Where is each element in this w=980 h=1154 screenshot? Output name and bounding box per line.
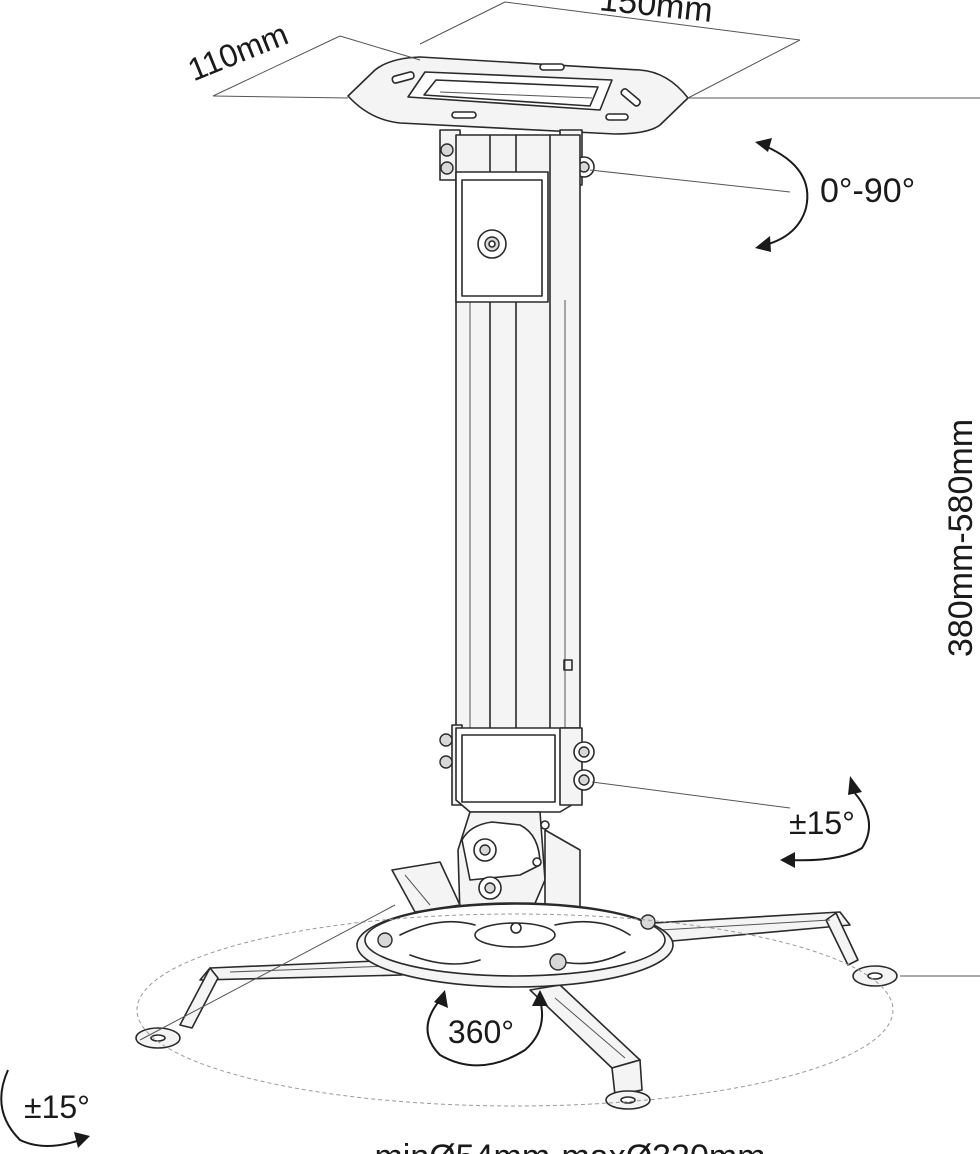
mount-range-ellipse [136, 913, 894, 1107]
plate-dimension-lines [212, 1, 980, 99]
ceiling-plate [347, 56, 689, 135]
mount-diameter-label: minØ54mm-maxØ320mm [374, 1138, 765, 1154]
rotation-arrow-icon [426, 990, 548, 1067]
tilt-top-arrow-icon [755, 138, 809, 252]
plate-width-label: 150mm [598, 0, 715, 30]
rotation-label: 360° [448, 1014, 514, 1050]
height-range-label: 380mm-580mm [942, 419, 980, 657]
tilt-right-arrow-icon [780, 776, 870, 868]
tilt-joint [457, 811, 581, 926]
lower-bracket [439, 724, 595, 813]
tilt-left-label: ±15° [24, 1089, 90, 1125]
rotating-base-plate [356, 902, 674, 988]
tilt-right-label: ±15° [789, 805, 855, 841]
leader-lines [139, 169, 980, 1041]
tilt-top-label: 0°-90° [820, 172, 915, 210]
tilt-left-arrow-icon [0, 1069, 90, 1148]
telescopic-pole [455, 134, 581, 741]
plate-depth-label: 110mm [183, 16, 293, 88]
